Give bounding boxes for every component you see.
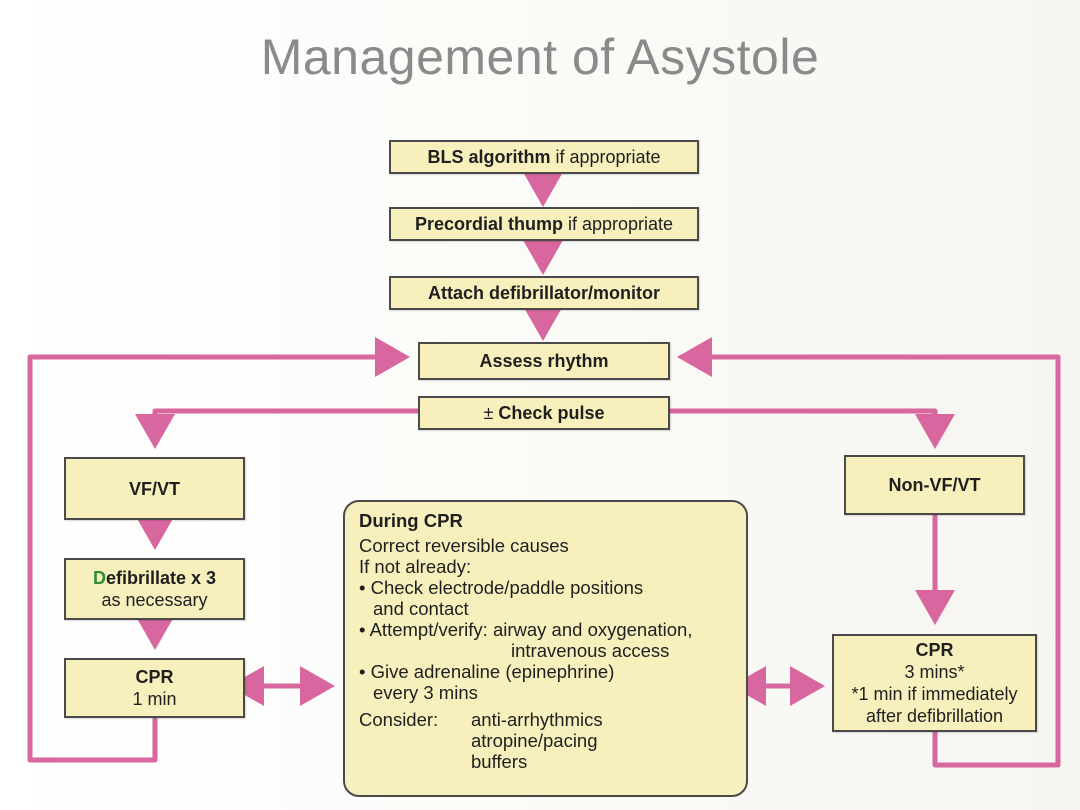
arrow-pulse-to-nonvfvt xyxy=(667,408,955,449)
note-line: • Give adrenaline (epinephrine) xyxy=(359,661,615,682)
note-line: intravenous access xyxy=(511,640,670,661)
cpr-3min-box: CPR 3 mins* *1 min if immediately after … xyxy=(832,634,1037,732)
defibrillate-box: Defibrillate x 3 as necessary xyxy=(64,558,245,620)
loop-right-to-assess xyxy=(677,337,1061,768)
note-line: • Check electrode/paddle positions xyxy=(359,577,644,598)
precordial-thump-box: Precordial thump if appropriate xyxy=(389,207,699,241)
during-cpr-header: During CPR xyxy=(359,510,463,531)
arrow-pulse-to-vfvt xyxy=(135,408,421,449)
slide-title: Management of Asystole xyxy=(260,29,820,85)
consider-label: Consider: xyxy=(359,709,439,730)
note-line: Correct reversible causes xyxy=(359,535,569,556)
note-line: and contact xyxy=(373,598,469,619)
consider-item: anti-arrhythmics xyxy=(471,709,603,730)
bls-algorithm-box: BLS algorithm if appropriate xyxy=(389,140,699,174)
non-vf-vt-box: Non-VF/VT xyxy=(844,455,1025,515)
vf-vt-box: VF/VT xyxy=(64,457,245,520)
consider-item: atropine/pacing xyxy=(471,730,598,751)
consider-section: Consider: anti-arrhythmics atropine/paci… xyxy=(359,709,732,772)
cpr-1min-box: CPR 1 min xyxy=(64,658,245,718)
consider-item: buffers xyxy=(471,751,528,772)
attach-defibrillator-box: Attach defibrillator/monitor xyxy=(389,276,699,310)
check-pulse-box: ± Check pulse xyxy=(418,396,670,430)
during-cpr-box: During CPR Correct reversible causes If … xyxy=(343,500,748,797)
assess-rhythm-box: Assess rhythm xyxy=(418,342,670,380)
note-line: • Attempt/verify: airway and oxygenation… xyxy=(359,619,693,640)
note-line: If not already: xyxy=(359,556,472,577)
note-line: every 3 mins xyxy=(373,682,478,703)
loop-left-to-assess xyxy=(27,337,410,763)
